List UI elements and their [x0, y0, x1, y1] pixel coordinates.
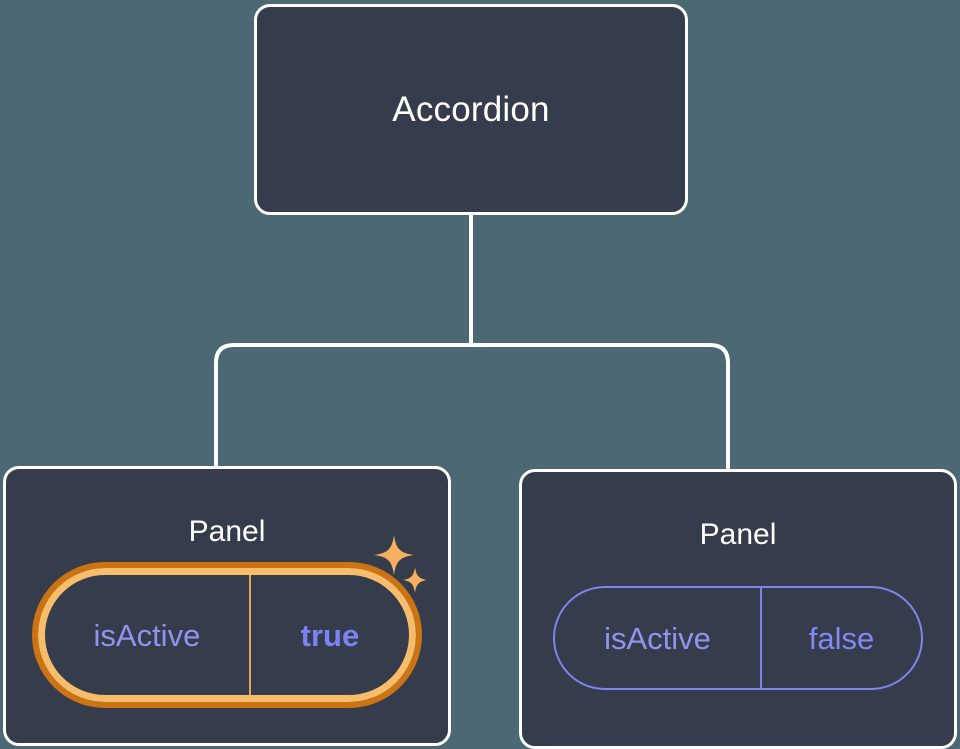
prop-key-cell: isActive: [45, 575, 249, 695]
prop-key-cell: isActive: [555, 588, 760, 688]
sparkle-large-icon: [374, 535, 414, 575]
node-panel-left[interactable]: Panel isActive true: [3, 466, 451, 746]
node-title: Accordion: [392, 90, 550, 129]
prop-value-label: false: [808, 620, 875, 656]
prop-value-label: true: [300, 617, 360, 653]
prop-value-cell: true: [248, 575, 409, 695]
node-title: Panel: [188, 515, 266, 548]
component-tree-diagram: Accordion Panel isActive true Panel isAc…: [3, 4, 957, 749]
prop-value-cell: false: [759, 588, 921, 688]
prop-pill-active[interactable]: isActive true: [32, 562, 422, 708]
node-title: Panel: [699, 518, 777, 551]
node-accordion[interactable]: Accordion: [254, 4, 688, 215]
prop-key-label: isActive: [93, 617, 201, 653]
connector-child-bus: [214, 343, 730, 470]
prop-pill-inactive[interactable]: isActive false: [553, 586, 923, 690]
prop-key-label: isActive: [604, 620, 711, 656]
node-panel-right[interactable]: Panel isActive false: [519, 469, 957, 749]
